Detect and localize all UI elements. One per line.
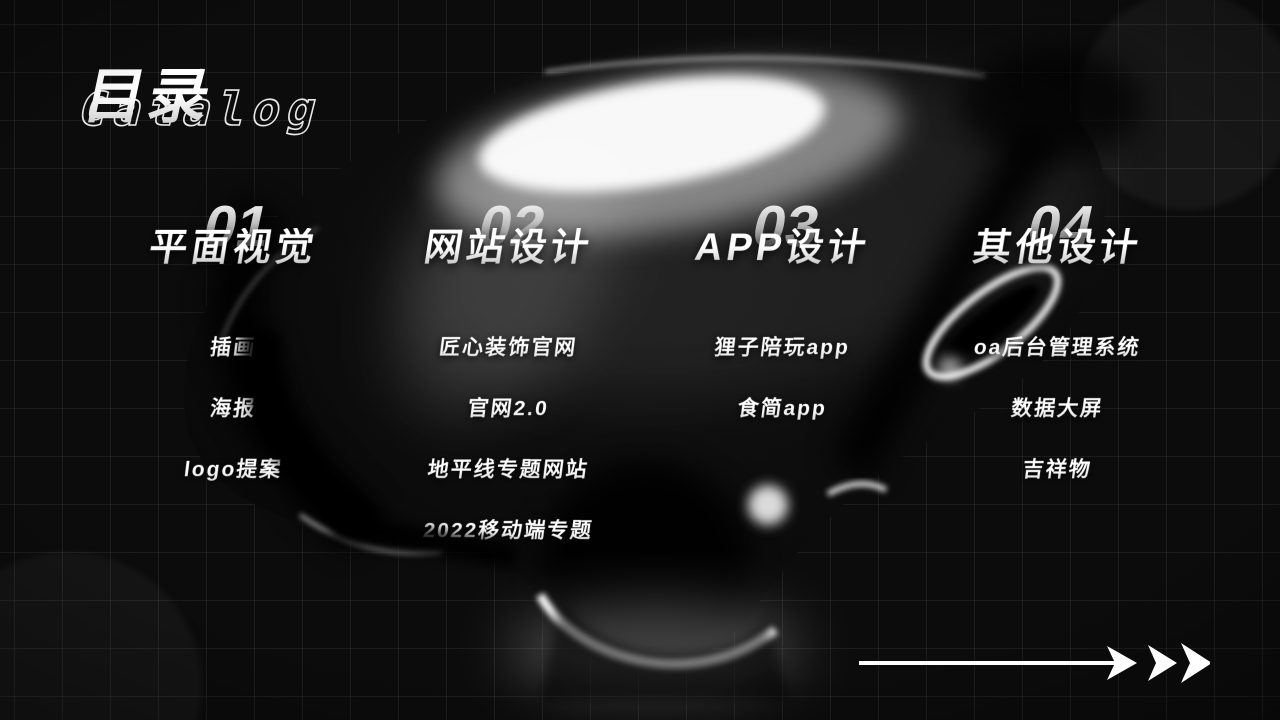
catalog-item: 数据大屏 <box>916 378 1198 439</box>
catalog-item: 狸子陪玩app <box>641 317 923 378</box>
section-title: 网站设计 <box>367 227 648 270</box>
section-title: 平面视觉 <box>93 227 374 270</box>
catalog-item: 吉祥物 <box>916 439 1198 500</box>
column-other-design: 04 其他设计 oa后台管理系统数据大屏吉祥物 <box>920 194 1195 561</box>
catalog-item: oa后台管理系统 <box>916 317 1198 378</box>
catalog-item: 地平线专题网站 <box>367 439 649 500</box>
next-arrow-icon[interactable] <box>845 640 1210 686</box>
slide-header: 目录 Catalog <box>72 40 438 160</box>
catalog-item: 海报 <box>92 378 374 439</box>
ambient-circle-top-right <box>1078 0 1280 210</box>
ambient-circle-bottom-left <box>0 552 202 720</box>
catalog-item: 官网2.0 <box>367 378 649 439</box>
page-title: 目录 <box>77 48 223 135</box>
section-title: APP设计 <box>642 227 923 270</box>
catalog-item: logo提案 <box>92 439 374 500</box>
catalog-item: 匠心装饰官网 <box>367 317 649 378</box>
catalog-item: 2022移动端专题 <box>367 500 649 561</box>
section-items: oa后台管理系统数据大屏吉祥物 <box>920 317 1195 500</box>
section-title: 其他设计 <box>916 227 1197 270</box>
catalog-item: 插画 <box>92 317 374 378</box>
catalog-item: 食简app <box>641 378 923 439</box>
